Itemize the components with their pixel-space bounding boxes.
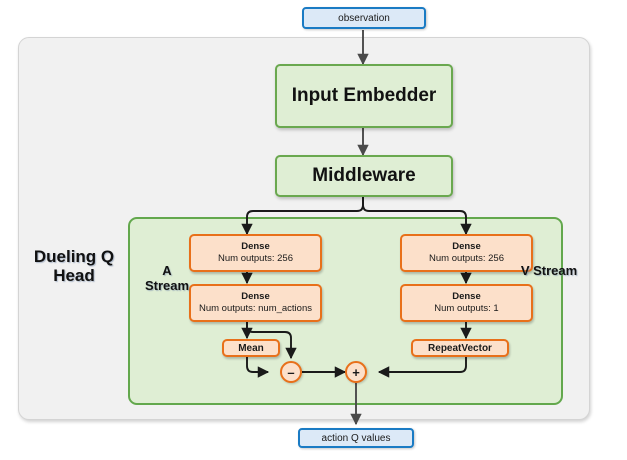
observation-node[interactable]: observation [302, 7, 426, 29]
a-stream-label: A Stream [144, 263, 190, 293]
repeat-vector-label: RepeatVector [428, 342, 492, 354]
mean-node[interactable]: Mean [222, 339, 280, 357]
v-dense-1-subtitle: Num outputs: 256 [429, 253, 504, 264]
a-dense-1-subtitle: Num outputs: 256 [218, 253, 293, 264]
v-stream-dense-1-node[interactable]: Dense Num outputs: 256 [400, 234, 533, 272]
v-stream-dense-2-node[interactable]: Dense Num outputs: 1 [400, 284, 533, 322]
middleware-node[interactable]: Middleware [275, 155, 453, 197]
input-embedder-label: Input Embedder [291, 85, 437, 106]
v-dense-2-subtitle: Num outputs: 1 [434, 303, 499, 314]
v-stream-label: V Stream [520, 263, 578, 278]
dueling-q-head-label: Dueling Q Head [33, 247, 115, 286]
mean-label: Mean [238, 342, 264, 354]
a-stream-dense-1-node[interactable]: Dense Num outputs: 256 [189, 234, 322, 272]
input-embedder-node[interactable]: Input Embedder [275, 64, 453, 128]
subtract-symbol: – [287, 364, 295, 380]
add-symbol: + [352, 364, 360, 380]
a-stream-dense-2-node[interactable]: Dense Num outputs: num_actions [189, 284, 322, 322]
a-dense-1-title: Dense [241, 241, 270, 252]
v-dense-1-title: Dense [452, 241, 481, 252]
a-dense-2-title: Dense [241, 291, 270, 302]
v-dense-2-title: Dense [452, 291, 481, 302]
action-q-values-label: action Q values [321, 432, 391, 444]
observation-label: observation [338, 12, 390, 24]
middleware-label: Middleware [312, 165, 416, 186]
action-q-values-node[interactable]: action Q values [298, 428, 414, 448]
repeat-vector-node[interactable]: RepeatVector [411, 339, 509, 357]
subtract-operator-node[interactable]: – [280, 361, 302, 383]
a-dense-2-subtitle: Num outputs: num_actions [198, 303, 312, 314]
add-operator-node[interactable]: + [345, 361, 367, 383]
